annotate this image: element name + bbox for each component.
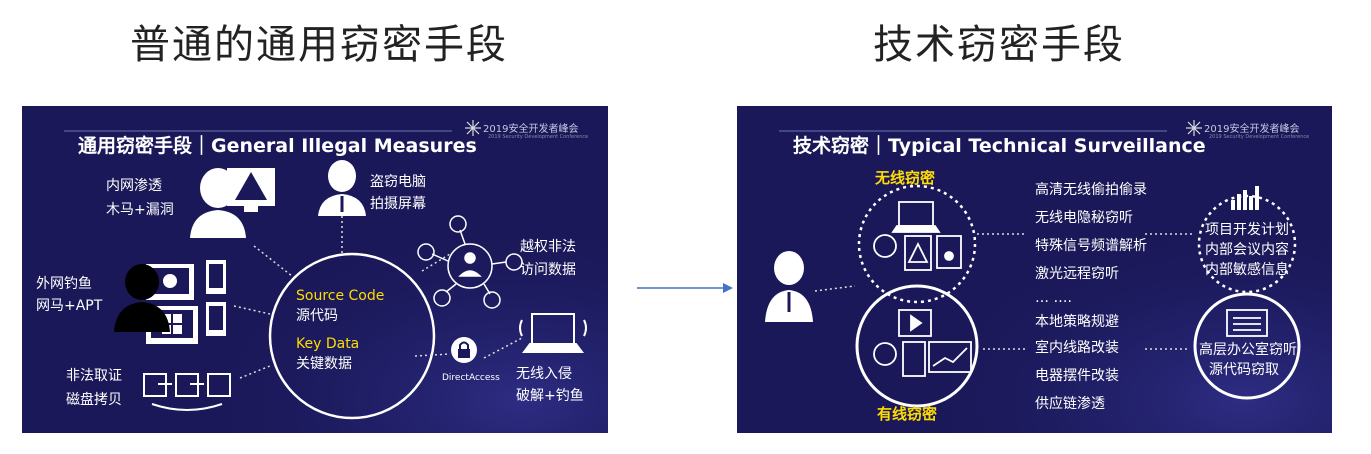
conference-name: 2019安全开发者峰会 — [483, 120, 578, 135]
conference-name: 2019安全开发者峰会 — [1204, 120, 1299, 135]
label-wireless-1: 无线入侵 — [516, 364, 572, 384]
label-wireless-2: 破解+钓鱼 — [516, 386, 584, 406]
wired-method-3: 电器摆件改装 — [1035, 366, 1119, 386]
lock-icon — [451, 337, 477, 363]
heading-technical-measures: 技术窃密手段 — [873, 12, 1125, 70]
label-unauth-1: 越权非法 — [520, 237, 576, 257]
center-source-code: Source Code — [296, 286, 384, 306]
target-bottom-1: 高层办公室窃听 — [1199, 340, 1297, 360]
wired-method-1: 本地策略规避 — [1035, 312, 1119, 332]
slide-technical-surveillance: 2019安全开发者峰会 2019 Security Development Co… — [737, 106, 1332, 433]
target-top-2: 内部会议内容 — [1205, 240, 1289, 260]
wired-method-2: 室内线路改装 — [1035, 338, 1119, 358]
wireless-title: 无线窃密 — [875, 168, 935, 188]
label-intranet-1: 内网渗透 — [106, 176, 162, 196]
label-intranet-2: 木马+漏洞 — [106, 200, 174, 220]
wired-method-4: 供应链渗透 — [1035, 394, 1105, 414]
wireless-method-3: 特殊信号频谱解析 — [1035, 236, 1147, 256]
label-forensics-2: 磁盘拷贝 — [66, 390, 122, 410]
label-phishing-1: 外网钓鱼 — [36, 274, 92, 294]
center-key-data: Key Data — [296, 334, 359, 354]
wired-title: 有线窃密 — [877, 404, 937, 424]
center-source-code-cn: 源代码 — [296, 306, 338, 326]
slide-general-measures: 2019安全开发者峰会 2019 Security Development Co… — [22, 106, 608, 433]
slide-title: 通用窃密手段｜General Illegal Measures — [78, 136, 477, 156]
label-direct-access: DirectAccess — [442, 368, 500, 388]
label-forensics-1: 非法取证 — [66, 366, 122, 386]
label-steal-pc-2: 拍摄屏幕 — [370, 194, 426, 214]
wireless-method-5: … …. — [1035, 288, 1072, 308]
label-steal-pc-1: 盗窃电脑 — [370, 172, 426, 192]
conference-subtitle: 2019 Security Development Conference — [488, 134, 588, 140]
target-bottom-2: 源代码窃取 — [1209, 360, 1279, 380]
label-unauth-2: 访问数据 — [520, 260, 576, 280]
wireless-method-4: 激光远程窃听 — [1035, 264, 1119, 284]
target-top-3: 内部敏感信息 — [1205, 260, 1289, 280]
label-phishing-2: 网马+APT — [36, 296, 102, 316]
target-top-1: 项目开发计划 — [1205, 220, 1289, 240]
center-key-data-cn: 关键数据 — [296, 354, 352, 374]
transition-arrow-icon — [637, 280, 733, 296]
heading-general-measures: 普通的通用窃密手段 — [130, 12, 508, 70]
snowflake-logo-icon — [1186, 120, 1202, 136]
conference-subtitle: 2019 Security Development Conference — [1209, 134, 1309, 140]
wireless-method-2: 无线电隐秘窃听 — [1035, 208, 1133, 228]
snowflake-logo-icon — [465, 120, 481, 136]
slide-title: 技术窃密｜Typical Technical Surveillance — [793, 136, 1206, 156]
wireless-method-1: 高清无线偷拍偷录 — [1035, 180, 1147, 200]
